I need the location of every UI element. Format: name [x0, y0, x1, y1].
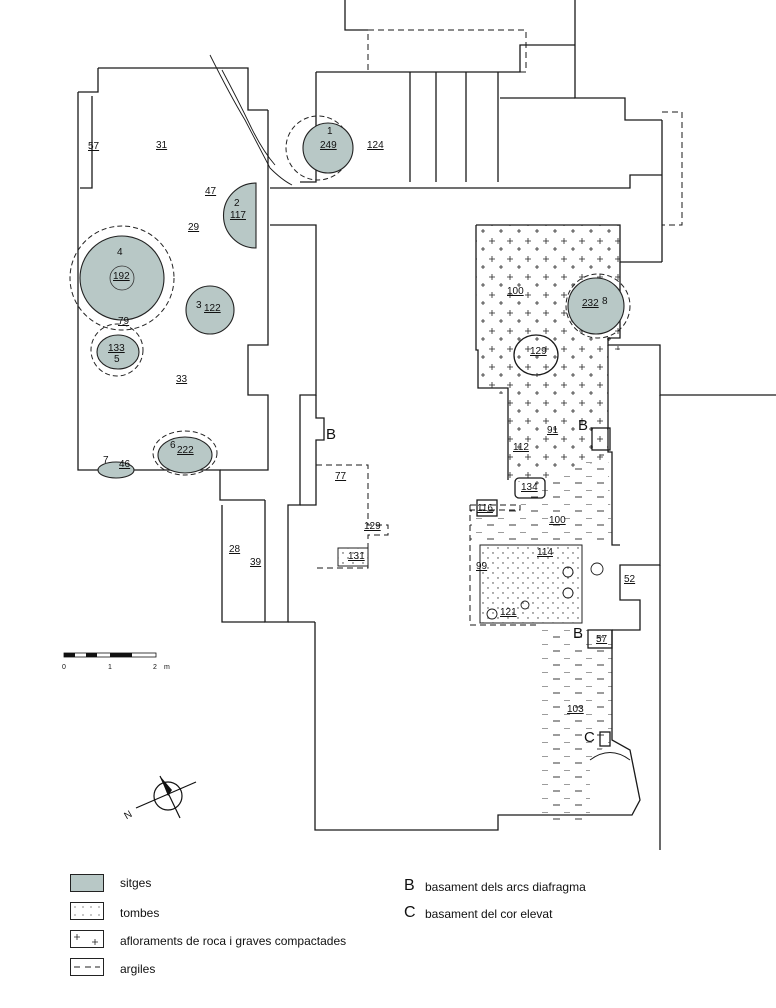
label-133: 133 — [108, 343, 125, 354]
label-4: 4 — [117, 247, 123, 258]
legend-label-tombes: tombes — [120, 906, 160, 920]
label-91: 91 — [547, 425, 559, 436]
label-5: 5 — [114, 354, 120, 365]
label-124: 124 — [367, 140, 384, 151]
silos — [69, 115, 631, 479]
label-131: 131 — [348, 551, 365, 562]
label-117: 117 — [230, 210, 246, 221]
label-29: 29 — [188, 222, 200, 233]
legend-swatch-argiles — [70, 958, 104, 976]
plan-labels: 1 249 124 57 31 47 2 117 29 4 192 3 122 … — [88, 126, 636, 746]
north-arrow: N — [123, 775, 197, 822]
label-116: 116 — [477, 503, 493, 514]
label-121: 121 — [500, 607, 517, 618]
legend-swatch-afloraments — [70, 930, 104, 948]
label-103: 103 — [567, 704, 584, 715]
label-57b: 57 — [596, 634, 608, 645]
label-46: 46 — [119, 459, 131, 470]
label-192: 192 — [113, 271, 130, 282]
label-129a: 129 — [530, 346, 547, 357]
label-77: 77 — [335, 471, 347, 482]
scale-2: 2 — [153, 664, 157, 671]
legend-label-sitges: sitges — [120, 876, 152, 890]
legend-label-c: basament del cor elevat — [425, 907, 553, 921]
label-1: 1 — [327, 126, 333, 137]
label-249: 249 — [320, 140, 337, 151]
label-39: 39 — [250, 557, 262, 568]
label-129b: 129 — [364, 521, 381, 532]
legend-label-b: basament dels arcs diafragma — [425, 880, 586, 894]
label-52: 52 — [624, 574, 636, 585]
label-134: 134 — [521, 482, 538, 493]
label-28: 28 — [229, 544, 241, 555]
label-112: 112 — [513, 442, 529, 453]
label-57a: 57 — [88, 141, 100, 152]
walls — [77, 0, 776, 850]
label-8: 8 — [602, 296, 608, 307]
label-33: 33 — [176, 374, 188, 385]
label-3: 3 — [196, 300, 202, 311]
label-6: 6 — [170, 440, 176, 451]
arc-base-b-2: B — [578, 417, 588, 434]
tomb-zone — [479, 544, 583, 624]
label-79: 79 — [118, 316, 130, 327]
label-100b: 100 — [549, 515, 566, 526]
arc-base-b-3: B — [573, 625, 583, 642]
scale-0: 0 — [62, 664, 66, 671]
legend-label-afloraments: afloraments de roca i graves compactades — [120, 934, 347, 948]
scale-unit: m — [164, 664, 170, 671]
label-2: 2 — [234, 198, 240, 209]
legend-swatch-sitges — [70, 874, 104, 892]
choir-base-c: C — [584, 729, 595, 746]
scale-bar: 0 1 2 m — [62, 652, 170, 671]
legend-swatch-tombes — [70, 902, 104, 920]
north-label: N — [123, 809, 135, 822]
label-222: 222 — [177, 445, 194, 456]
label-47: 47 — [205, 186, 217, 197]
rock-outcrop-zone — [476, 225, 620, 485]
label-99: 99 — [476, 561, 488, 572]
label-7: 7 — [103, 455, 109, 466]
scale-1: 1 — [108, 664, 112, 671]
label-31: 31 — [156, 140, 168, 151]
tomb-stones — [486, 562, 604, 620]
legend-letter-b: B — [404, 877, 415, 894]
label-100a: 100 — [507, 286, 524, 297]
label-122: 122 — [204, 303, 221, 314]
legend-letter-c: C — [404, 904, 416, 921]
label-232: 232 — [582, 298, 599, 309]
clay-zone-lower — [540, 628, 612, 820]
label-114: 114 — [537, 547, 553, 558]
arc-base-b-1: B — [326, 426, 336, 443]
legend-label-argiles: argiles — [120, 962, 156, 976]
